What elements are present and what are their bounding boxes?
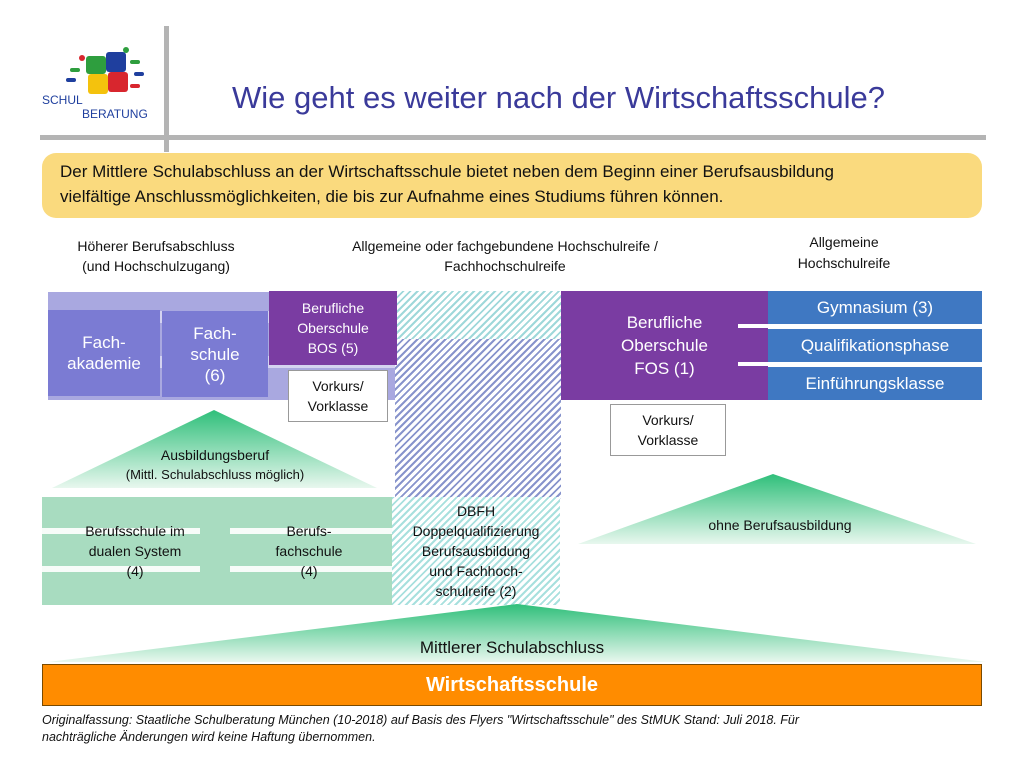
header-line: Hochschulreife bbox=[797, 255, 891, 271]
ohne-berufsausbildung-label: ohne Berufsausbildung bbox=[708, 517, 852, 533]
box-line: BOS (5) bbox=[307, 340, 359, 356]
box-line: Vorklasse bbox=[637, 432, 699, 448]
hatched-top-band bbox=[395, 291, 563, 339]
horizontal-divider bbox=[40, 135, 986, 140]
header-line: (und Hochschulzugang) bbox=[82, 258, 230, 274]
box-line: Vorkurs/ bbox=[642, 412, 694, 428]
box-line: Oberschule bbox=[297, 320, 369, 336]
header-allgemeine-hochschulreife: Allgemeine Hochschulreife bbox=[744, 232, 944, 274]
intro-line-2: vielfältige Anschlussmöglichkeiten, die … bbox=[60, 187, 724, 206]
header-line: Fachhochschulreife bbox=[444, 258, 566, 274]
box-line: dualen System bbox=[88, 543, 182, 559]
mittlerer-schulabschluss-label: Mittlerer Schulabschluss bbox=[419, 638, 605, 657]
box-line: (4) bbox=[300, 563, 318, 579]
box-line: Berufliche bbox=[626, 313, 703, 332]
schulberatung-logo: SCHUL BERATUNG bbox=[42, 47, 148, 121]
logo-text-beratung: BERATUNG bbox=[82, 107, 148, 121]
box-line: schulreife (2) bbox=[435, 583, 517, 599]
header-hochschulreife: Allgemeine oder fachgebundene Hochschulr… bbox=[290, 236, 720, 276]
box-line: (6) bbox=[204, 365, 226, 385]
qualifikationsphase-box: Qualifikationsphase bbox=[768, 329, 982, 362]
box-line: und Fachhoch- bbox=[429, 563, 523, 579]
hatched-column bbox=[395, 339, 561, 499]
footer-line: nachträgliche Änderungen wird keine Haft… bbox=[42, 730, 376, 744]
gymnasium-box: Gymnasium (3) bbox=[768, 291, 982, 324]
box-line: FOS (1) bbox=[634, 359, 695, 378]
label-line: (Mittl. Schulabschluss möglich) bbox=[125, 467, 305, 482]
intro-box: Der Mittlere Schulabschluss an der Wirts… bbox=[42, 153, 982, 218]
ausbildungsberuf-triangle bbox=[52, 410, 377, 488]
label-line: Ausbildungsberuf bbox=[160, 447, 270, 463]
box-line: Berufsausbildung bbox=[421, 543, 531, 559]
berufsfachschule-box: Berufs- fachschule (4) bbox=[232, 516, 386, 586]
box-line: Fach- bbox=[193, 323, 237, 343]
header-hoeherer-berufsabschluss: Höherer Berufsabschluss (und Hochschulzu… bbox=[40, 236, 272, 276]
berufsschule-divider bbox=[200, 497, 230, 605]
footer-note: Originalfassung: Staatliche Schulberatun… bbox=[42, 712, 987, 746]
bos-box: Berufliche Oberschule BOS (5) bbox=[269, 291, 397, 365]
dbfh-box: DBFH Doppelqualifizierung Berufsausbildu… bbox=[392, 497, 560, 605]
logo-text-schul: SCHUL bbox=[42, 93, 83, 107]
box-line: Vorklasse bbox=[307, 398, 369, 414]
mittlerer-schulabschluss-triangle bbox=[48, 604, 986, 662]
connector-line bbox=[738, 324, 768, 328]
header-line: Höherer Berufsabschluss bbox=[77, 238, 235, 254]
ausbildungsberuf-label: Ausbildungsberuf (Mittl. Schulabschluss … bbox=[70, 446, 360, 484]
box-line: Fach- bbox=[82, 333, 126, 352]
footer-line: Originalfassung: Staatliche Schulberatun… bbox=[42, 713, 800, 727]
page-title: Wie geht es weiter nach der Wirtschaftss… bbox=[232, 80, 885, 115]
einfuehrungsklasse-box: Einführungsklasse bbox=[768, 367, 982, 400]
header-line: Allgemeine oder fachgebundene Hochschulr… bbox=[352, 238, 658, 254]
berufsschule-box: Berufsschule im dualen System (4) bbox=[42, 516, 228, 586]
box-line: (4) bbox=[126, 563, 144, 579]
box-line: schule bbox=[190, 344, 240, 364]
box-line: Berufsschule im bbox=[85, 523, 185, 539]
ohne-berufsausbildung-triangle bbox=[578, 474, 976, 544]
fachschule-box: Fach- schule (6) bbox=[162, 311, 268, 397]
box-line: Berufs- bbox=[286, 523, 332, 539]
box-line: fachschule bbox=[275, 543, 343, 559]
fachakademie-box: Fach- akademie bbox=[48, 310, 160, 396]
box-line: Vorkurs/ bbox=[312, 378, 364, 394]
box-line: DBFH bbox=[456, 503, 496, 519]
wirtschaftsschule-box: Wirtschaftsschule bbox=[42, 664, 982, 706]
connector-line bbox=[738, 362, 768, 366]
vorkurs-fos-box: Vorkurs/ Vorklasse bbox=[610, 404, 726, 456]
box-line: Doppelqualifizierung bbox=[412, 523, 540, 539]
box-line: akademie bbox=[67, 354, 141, 373]
box-line: Oberschule bbox=[621, 336, 708, 355]
vorkurs-bos-box: Vorkurs/ Vorklasse bbox=[288, 370, 388, 422]
intro-line-1: Der Mittlere Schulabschluss an der Wirts… bbox=[60, 162, 834, 181]
puzzle-logo-icon bbox=[66, 47, 144, 94]
box-line: Berufliche bbox=[301, 300, 365, 316]
vertical-divider bbox=[164, 26, 169, 152]
fos-box: Berufliche Oberschule FOS (1) bbox=[561, 291, 768, 400]
header-line: Allgemeine bbox=[809, 234, 879, 250]
